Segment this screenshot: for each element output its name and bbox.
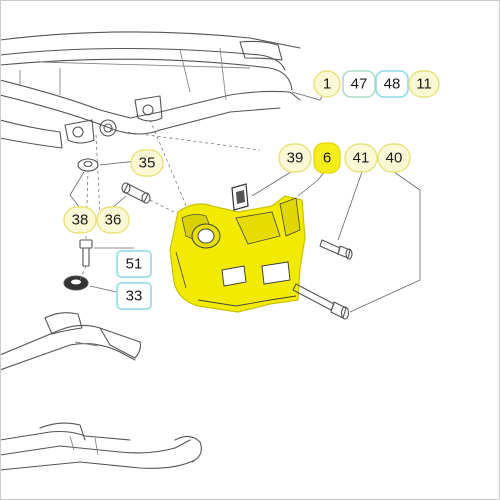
callout-label: 35 xyxy=(139,155,156,172)
washer xyxy=(77,158,99,172)
callout-39: 39 xyxy=(278,143,312,173)
chain-guide-part-highlighted xyxy=(169,195,306,313)
callout-label: 40 xyxy=(386,150,403,167)
callout-label: 41 xyxy=(353,150,370,167)
callout-label: 47 xyxy=(351,76,368,93)
callout-47: 47 xyxy=(342,70,376,98)
callout-label: 11 xyxy=(416,76,432,93)
callout-label: 36 xyxy=(105,212,122,229)
callout-48: 48 xyxy=(375,70,409,98)
spacer-sleeve xyxy=(121,182,151,204)
long-bolt xyxy=(292,283,350,320)
callout-label: 1 xyxy=(323,76,331,93)
bolt xyxy=(79,239,93,267)
callout-51: 51 xyxy=(116,250,152,278)
callout-label: 33 xyxy=(126,288,143,305)
slider-block xyxy=(231,183,249,211)
callout-label: 48 xyxy=(384,76,401,93)
callout-6: 6 xyxy=(313,142,341,174)
callout-38: 38 xyxy=(63,206,97,234)
callout-label: 51 xyxy=(126,256,143,273)
callout-11: 11 xyxy=(408,70,440,98)
flat-washer xyxy=(63,275,89,291)
callout-label: 38 xyxy=(72,212,89,229)
frame-mounting-lugs xyxy=(64,95,163,144)
assembly-guide-lines xyxy=(79,119,261,281)
callout-1: 1 xyxy=(313,70,341,98)
callout-35: 35 xyxy=(130,149,164,177)
callout-41: 41 xyxy=(344,143,378,173)
callout-bubbles: 1 47 48 11 35 39 6 41 xyxy=(63,70,440,310)
callout-40: 40 xyxy=(377,143,411,173)
frame-line-art xyxy=(0,31,301,149)
short-bolt xyxy=(319,239,353,260)
callout-label: 6 xyxy=(323,150,331,167)
callout-36: 36 xyxy=(96,206,130,234)
swingarm-line-art xyxy=(0,312,202,471)
callout-33: 33 xyxy=(116,282,152,310)
callout-label: 39 xyxy=(287,150,304,167)
